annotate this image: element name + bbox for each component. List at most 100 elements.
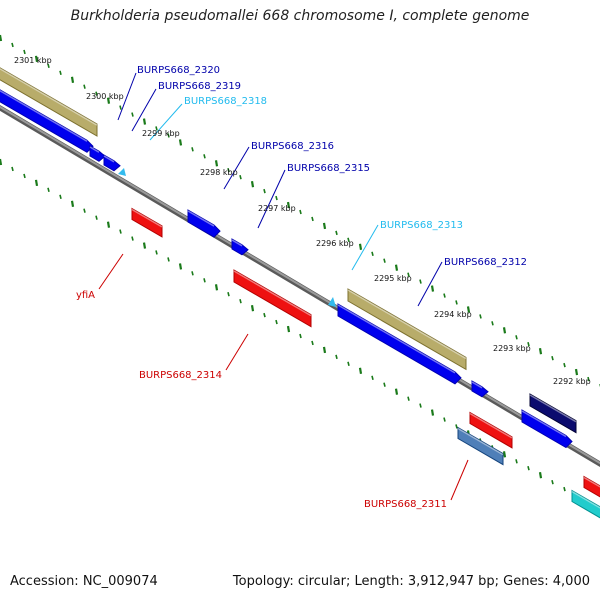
tick-label-2295: 2295 kbp: [374, 274, 412, 283]
feature-red-edge-body: [583, 475, 600, 498]
feature-burps668-2320-upper-highlight: [0, 67, 98, 126]
feature-small-1-body: [89, 145, 106, 162]
scale-track-upper: [178, 139, 183, 146]
scale-track-lower: [335, 354, 338, 360]
scale-track-lower: [419, 403, 422, 408]
feature-red-right: [469, 411, 513, 449]
scale-track-upper: [563, 362, 566, 368]
scale-track-upper: [214, 160, 219, 167]
gene-label-burps668-2316[interactable]: BURPS668_2316: [223, 141, 334, 190]
scale-track-upper: [250, 180, 255, 188]
feature-burps668-2320-upper: [0, 67, 98, 137]
tick-label-2298: 2298 kbp: [200, 168, 238, 177]
scale-track-upper: [275, 195, 278, 201]
scale-track-upper: [430, 285, 435, 292]
feature-blue-right: [521, 409, 573, 449]
feature-burps668-2318: [118, 168, 126, 176]
scale-track-lower: [59, 194, 62, 199]
tick-label-2297: 2297 kbp: [258, 204, 296, 213]
scale-track-lower: [70, 200, 75, 207]
scale-track-lower: [214, 284, 219, 291]
gene-label-burps668-2311[interactable]: BURPS668_2311: [364, 459, 469, 510]
scale-track-upper: [443, 293, 446, 298]
gene-label-burps668-2312[interactable]: BURPS668_2312: [417, 257, 527, 307]
scale-track-upper: [466, 306, 471, 313]
feature-cyan-edge-body: [571, 489, 600, 519]
scale-track-upper: [119, 105, 122, 110]
feature-burps668-2314: [233, 269, 312, 328]
scale-track-lower: [83, 208, 86, 213]
tick-label-2299: 2299 kbp: [142, 129, 180, 138]
scale-track-lower: [358, 367, 363, 374]
scale-track-lower: [275, 319, 278, 325]
scale-track-upper: [587, 376, 590, 382]
feature-blue-right-highlight: [521, 410, 567, 438]
scale-track-upper: [47, 63, 50, 69]
scale-track-upper: [95, 91, 98, 96]
scale-track-upper: [167, 133, 170, 138]
scale-track-upper: [527, 342, 530, 347]
tick-label-2301: 2301 kbp: [14, 56, 52, 65]
feature-small-1-highlight: [89, 146, 100, 153]
tick-label-2294: 2294 kbp: [434, 310, 472, 319]
feature-blue-right-body: [521, 409, 573, 449]
gene-label-burps668-2313[interactable]: BURPS668_2313: [351, 220, 463, 271]
scale-track-upper: [479, 314, 482, 319]
scale-track-upper: [322, 222, 327, 230]
svg-text:BURPS668_2319: BURPS668_2319: [158, 81, 241, 92]
scale-track-upper: [394, 264, 399, 271]
feature-yfia-body: [131, 207, 163, 238]
scale-track-lower: [443, 417, 446, 422]
svg-text:BURPS668_2312: BURPS668_2312: [444, 257, 527, 268]
feature-khaki-long: [347, 288, 467, 371]
feature-red-edge-highlight: [583, 476, 600, 488]
feature-burps668-2311-highlight: [457, 427, 504, 456]
feature-burps668-2319-highlight: [0, 89, 88, 142]
scale-track-upper: [70, 76, 75, 83]
feature-navy-highlight: [529, 394, 577, 423]
scale-track-lower: [407, 396, 410, 401]
feature-small-2: [103, 154, 121, 172]
scale-track-lower: [203, 278, 206, 283]
svg-text:BURPS668_2320: BURPS668_2320: [137, 65, 220, 76]
feature-yfia: [131, 207, 163, 238]
svg-text:BURPS668_2314: BURPS668_2314: [139, 370, 222, 381]
gene-label-burps668-2315[interactable]: BURPS668_2315: [257, 163, 370, 229]
feature-yfia-highlight: [131, 208, 163, 228]
scale-track-lower: [47, 187, 50, 193]
scale-track-lower: [347, 361, 350, 367]
feature-navy-body: [529, 393, 577, 434]
scale-track-lower: [250, 304, 255, 312]
tick-label-2296: 2296 kbp: [316, 239, 354, 248]
scale-track-lower: [455, 424, 458, 429]
gene-label-burps668-2319[interactable]: BURPS668_2319: [131, 81, 241, 132]
genome-summary-text: Topology: circular; Length: 3,912,947 bp…: [232, 574, 590, 589]
gene-label-burps668-2320[interactable]: BURPS668_2320: [117, 65, 220, 121]
scale-track-lower: [11, 166, 14, 172]
scale-track-lower: [515, 459, 518, 464]
scale-track-upper: [502, 327, 507, 334]
feature-burps668-2316-highlight: [187, 210, 215, 227]
feature-burps668-2311: [457, 426, 504, 466]
scale-track-lower: [563, 486, 566, 492]
feature-burps668-2312: [337, 303, 462, 385]
gene-label-burps668-2318[interactable]: BURPS668_2318: [149, 96, 267, 141]
svg-text:BURPS668_2315: BURPS668_2315: [287, 163, 370, 174]
scale-track-upper: [59, 70, 62, 75]
scale-track-lower: [322, 346, 327, 354]
tick-label-2292: 2292 kbp: [553, 377, 591, 386]
map-title: Burkholderia pseudomallei 668 chromosome…: [70, 8, 530, 24]
feature-small-2-body: [103, 154, 121, 172]
svg-text:BURPS668_2318: BURPS668_2318: [184, 96, 267, 107]
scale-track-lower: [142, 242, 147, 249]
gene-label-yfia[interactable]: yfiA: [76, 253, 124, 301]
feature-khaki-long-body: [347, 288, 467, 371]
scale-track-lower: [551, 479, 554, 485]
scale-track-upper: [106, 97, 111, 104]
scale-track-upper: [23, 49, 26, 55]
scale-track-upper: [227, 168, 230, 173]
scale-track-lower: [191, 271, 194, 276]
gene-label-burps668-2314[interactable]: BURPS668_2314: [139, 333, 249, 381]
scale-track-lower: [34, 179, 39, 187]
scale-track-upper: [131, 112, 134, 117]
